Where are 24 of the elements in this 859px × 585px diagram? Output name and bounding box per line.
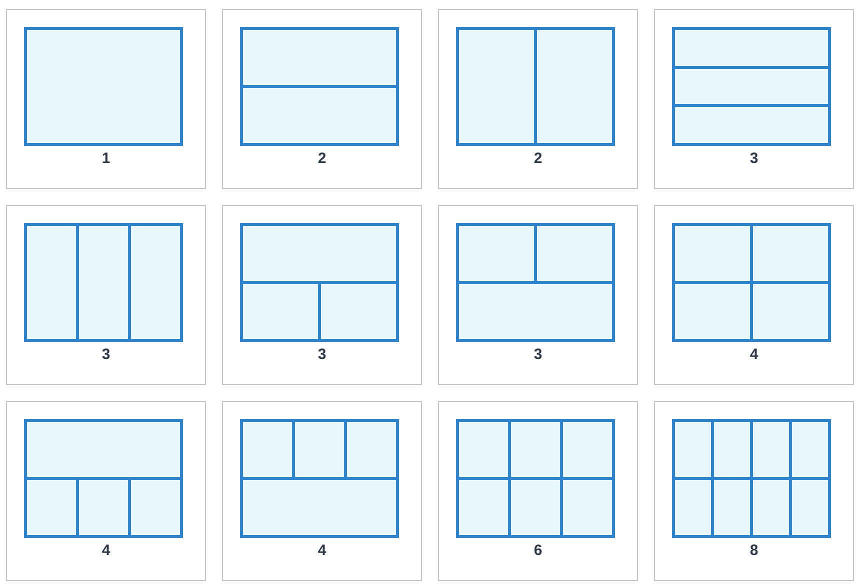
layout-card — [438, 205, 638, 385]
pane-count-label: 2 — [318, 150, 326, 167]
layout-card — [6, 205, 206, 385]
layout-card — [6, 401, 206, 581]
pane-count-label: 2 — [534, 150, 542, 167]
pane-count-label: 3 — [750, 150, 758, 167]
layout-card — [654, 205, 854, 385]
pane-count-label: 3 — [534, 346, 542, 363]
layout-card — [222, 205, 422, 385]
pane-count-label: 8 — [750, 542, 758, 559]
layout-card — [438, 9, 638, 189]
layout-card — [222, 9, 422, 189]
layout-card — [438, 401, 638, 581]
layout-card — [654, 9, 854, 189]
pane-count-label: 4 — [750, 346, 758, 363]
pane-count-label: 4 — [102, 542, 110, 559]
pane-count-label: 6 — [534, 542, 542, 559]
layout-card — [222, 401, 422, 581]
pane-count-label: 4 — [318, 542, 326, 559]
layout-card — [654, 401, 854, 581]
pane-count-label: 3 — [318, 346, 326, 363]
pane-count-label: 1 — [102, 150, 110, 167]
pane-count-label: 3 — [102, 346, 110, 363]
layout-card — [6, 9, 206, 189]
